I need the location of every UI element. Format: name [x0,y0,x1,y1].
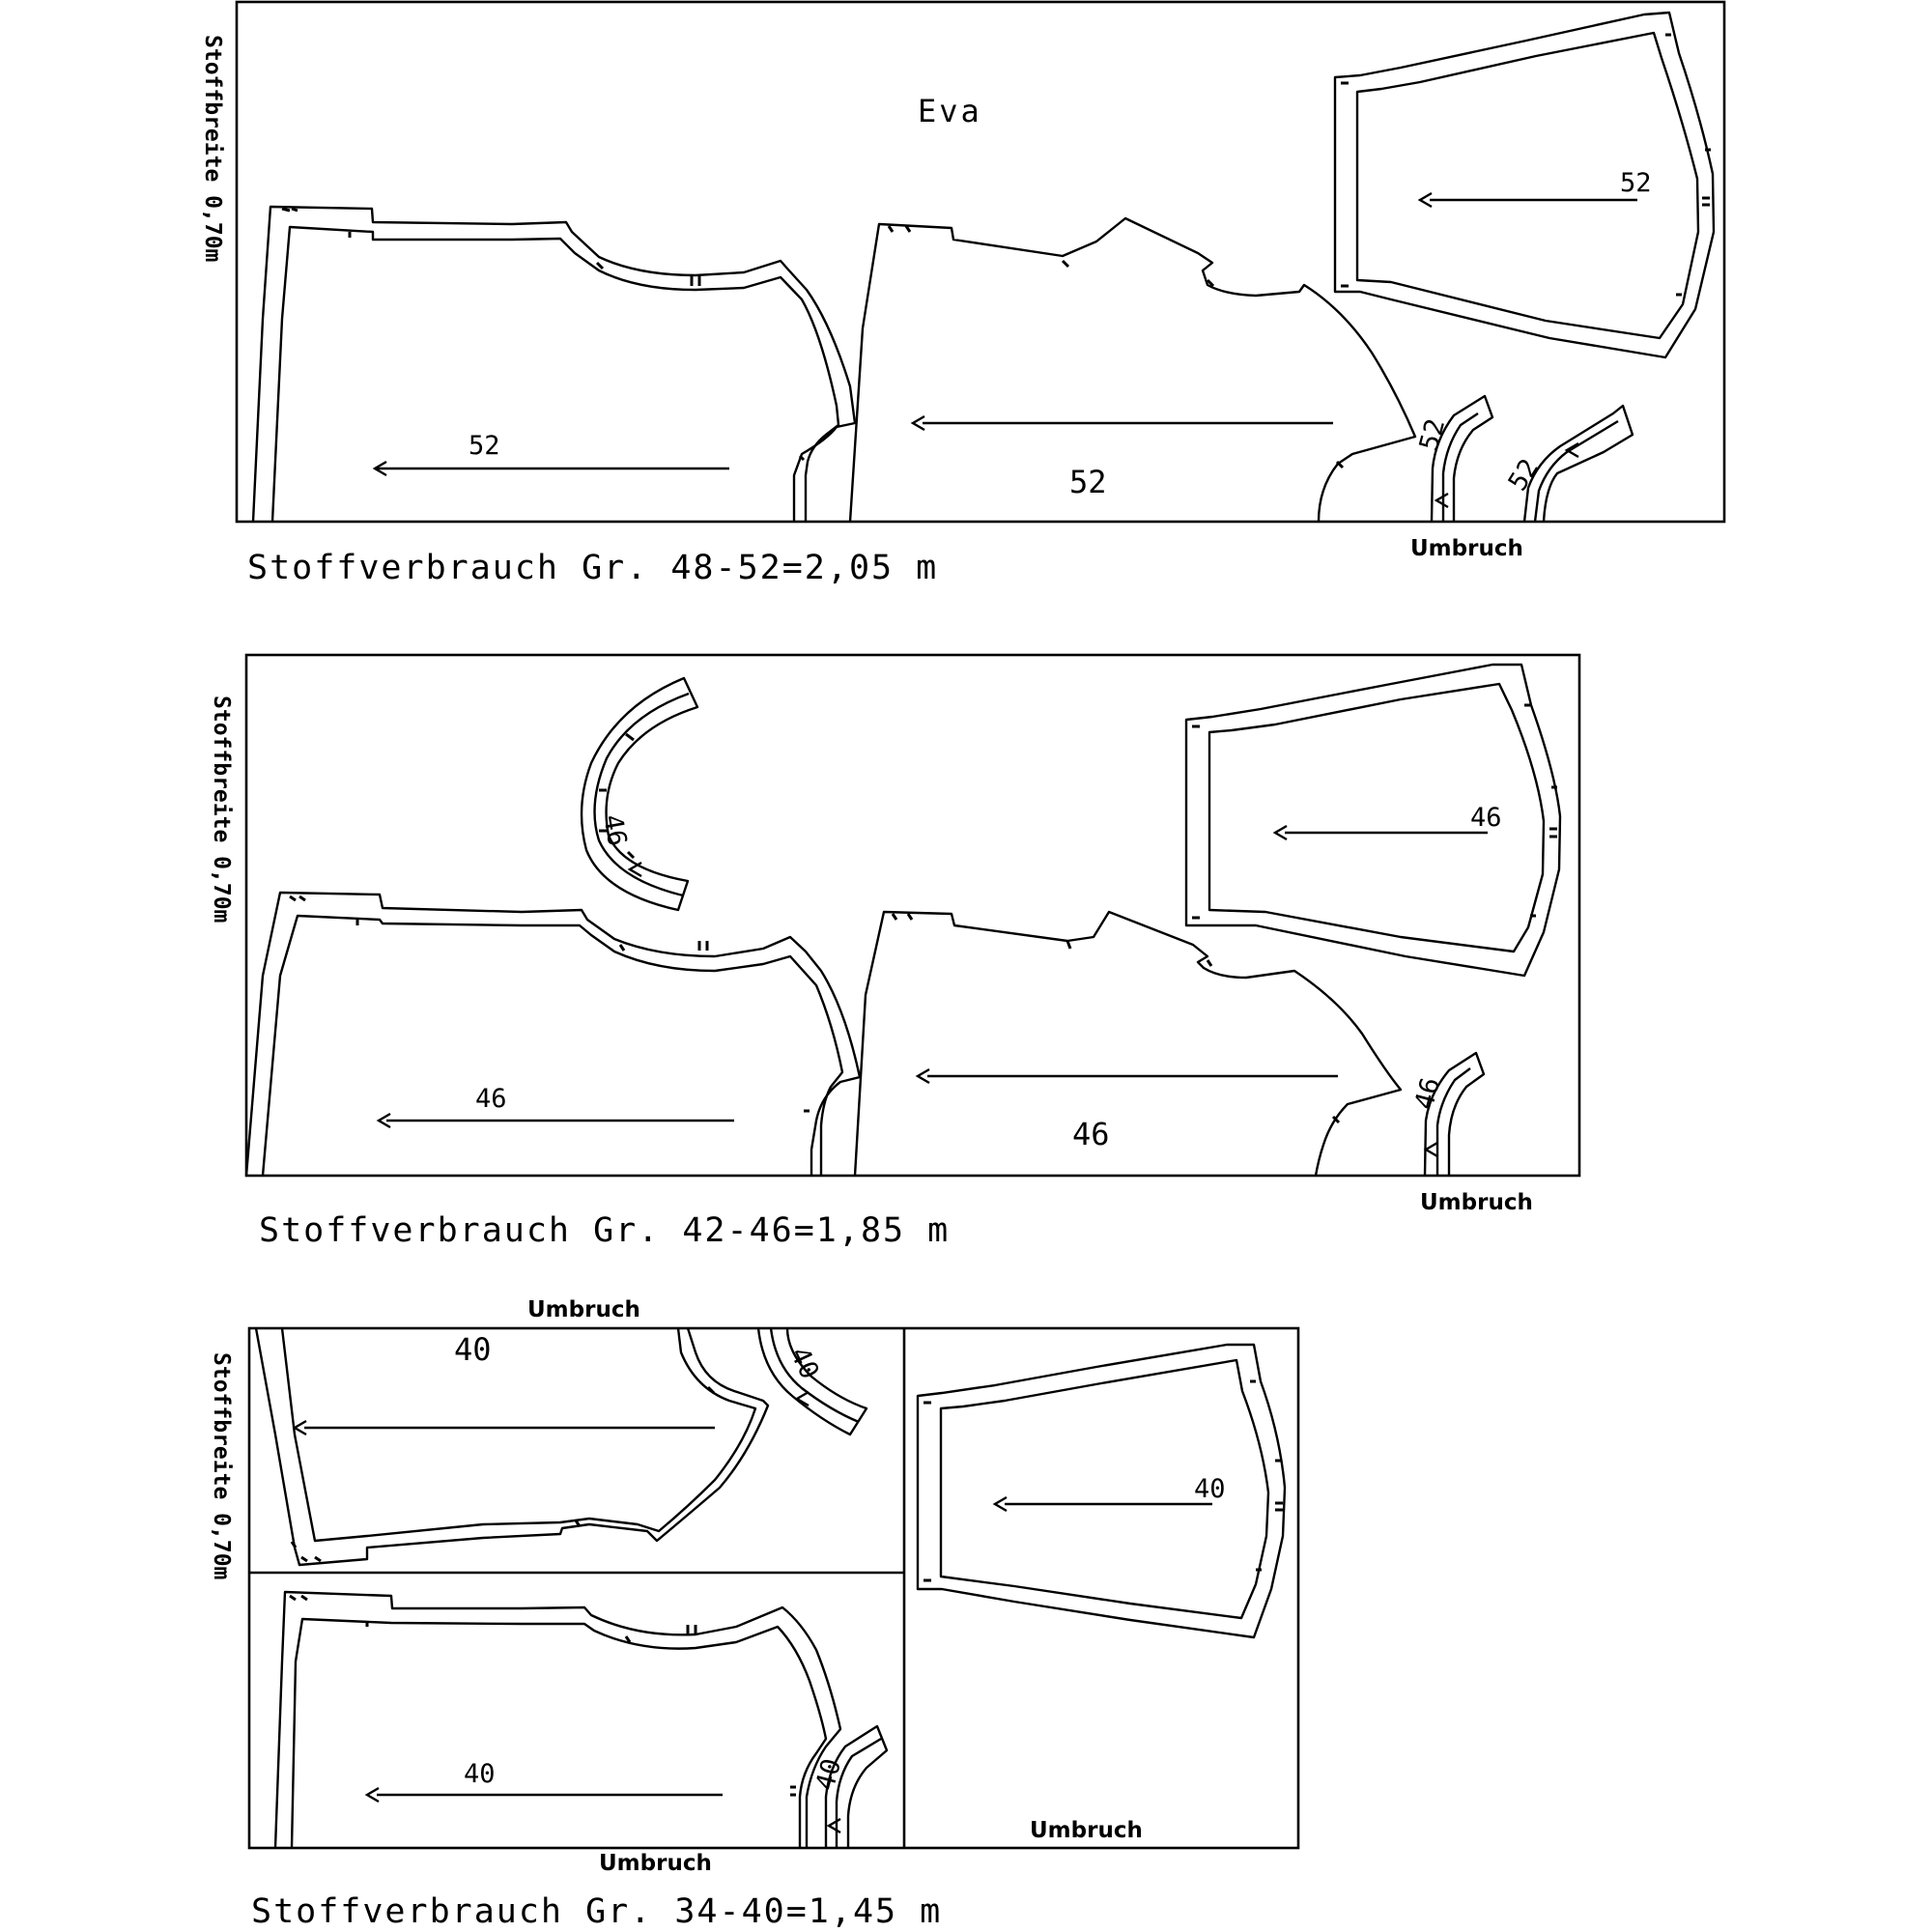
fabric-width-label: Stoffbreite 0,70m [200,35,225,262]
sleeve-piece: 52 [1333,11,1716,359]
front-size-label: 40 [464,1759,496,1789]
fabric-width-label: Stoffbreite 0,70m [209,696,234,923]
back-piece: 46 [853,910,1403,1177]
layout-48-52: Eva Stoffbreite 0,70m 52 [200,0,1726,587]
fabric-frame [247,1326,1300,1850]
facing-piece-1: 40 [756,1327,868,1436]
fabric-consumption-caption: Stoffverbrauch Gr. 34-40=1,45 m [251,1892,942,1931]
fold-label: Umbruch [1410,536,1523,561]
layout-34-40: Umbruch Stoffbreite 0,70m 40 40 [209,1297,1300,1931]
sleeve-size-label: 40 [1194,1474,1226,1504]
back-size-label: 46 [1072,1116,1110,1152]
facing-piece-2: 52 [1503,404,1634,523]
facing-1-size-label: 46 [597,812,632,848]
fabric-frame [235,0,1726,524]
pattern-title: Eva [918,93,982,129]
front-size-label: 46 [475,1084,507,1114]
back-piece: 52 [848,216,1417,523]
facing-1-size-label: 52 [1414,415,1451,453]
front-size-label: 52 [469,431,500,461]
facing-piece-1: 46 [580,676,699,912]
front-piece: 40 [273,1590,842,1849]
sleeve-size-label: 46 [1470,803,1502,833]
facing-piece-2: 46 [1409,1051,1486,1177]
facing-2-size-label: 40 [810,1755,847,1793]
layout-42-46: Stoffbreite 0,70m 46 46 [209,653,1581,1250]
fold-label: Umbruch [1420,1190,1533,1215]
front-piece: 52 [251,205,857,523]
fold-label-right: Umbruch [1030,1818,1143,1843]
sleeve-piece: 40 [916,1343,1287,1639]
facing-piece-1: 52 [1414,394,1494,523]
back-piece: 40 [254,1327,770,1567]
back-size-label: 40 [454,1331,492,1368]
fabric-consumption-caption: Stoffverbrauch Gr. 42-46=1,85 m [259,1211,950,1250]
back-size-label: 52 [1069,464,1107,500]
sleeve-size-label: 52 [1620,168,1652,198]
sleeve-piece: 46 [1184,663,1562,978]
fabric-consumption-caption: Stoffverbrauch Gr. 48-52=2,05 m [247,549,938,587]
fold-label-top: Umbruch [527,1297,640,1322]
fabric-width-label: Stoffbreite 0,70m [209,1352,234,1579]
fabric-frame [244,653,1581,1178]
fold-label-bottom: Umbruch [599,1851,712,1876]
front-piece: 46 [244,891,862,1177]
